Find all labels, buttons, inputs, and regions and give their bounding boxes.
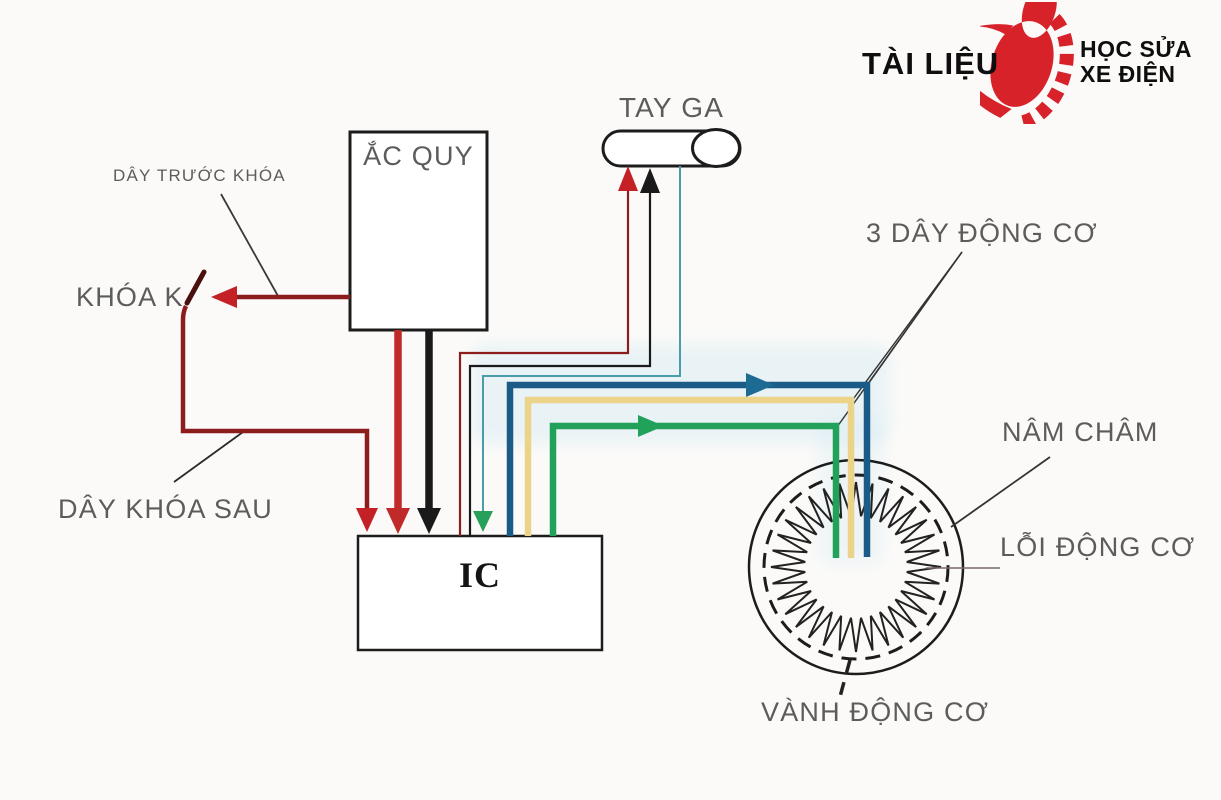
throttle-signal-wire <box>482 166 681 514</box>
battery-box <box>348 130 489 332</box>
throttle-ground-arrowhead <box>640 168 660 193</box>
throttle-signal-arrowhead <box>473 511 493 532</box>
logo-school-line2: XE ĐIỆN <box>1080 61 1176 87</box>
wire-after-key <box>180 304 370 510</box>
wire-before-key-label: DÂY TRƯỚC KHÓA <box>113 166 286 185</box>
motor-wires-label: 3 DÂY ĐỘNG CƠ <box>866 218 1098 248</box>
phase-wire-blue-arrowhead <box>746 373 774 397</box>
motor-outer-rim <box>747 458 965 676</box>
motor-rim-pointer-line <box>836 659 852 705</box>
battery-label: ẮC QUY <box>363 141 474 171</box>
wire-after-key-pointer-line <box>173 431 244 483</box>
tire-hub <box>1011 45 1034 81</box>
controller-box <box>356 534 604 652</box>
tire-rim-ring <box>990 2 1057 107</box>
magnet-label: NÂM CHÂM <box>1002 417 1159 447</box>
controller-label: IC <box>458 555 501 595</box>
logo-brand-text: TÀI LIỆU <box>862 46 1000 81</box>
throttle-ground-wire <box>468 192 652 536</box>
motor-magnet-ring <box>762 473 950 661</box>
motor-core-label: LỖI ĐỘNG CƠ <box>1000 532 1196 562</box>
key-switch-lever <box>184 269 207 306</box>
tire-swoosh-bottom <box>980 68 1012 118</box>
wire-glow <box>472 344 890 444</box>
motor-wires-pointer-line-3 <box>836 251 963 428</box>
phase-wire-green-arrowhead <box>638 415 664 437</box>
wire-after-key-label: DÂY KHÓA SAU <box>58 494 273 524</box>
wire-after-key-arrowhead <box>356 508 378 532</box>
logo-school-text: HỌC SỬA XE ĐIỆN <box>1080 37 1192 87</box>
tire-icon <box>980 2 1074 124</box>
tire-tread <box>1021 13 1074 124</box>
battery-negative-arrowhead <box>417 508 441 534</box>
logo-school-line1: HỌC SỬA <box>1080 36 1193 62</box>
motor-rim-label: VÀNH ĐỘNG CƠ <box>761 697 990 727</box>
tire-swoosh-top <box>980 24 1014 35</box>
phase-wire-yellow <box>524 396 855 558</box>
magnet-pointer-line <box>950 456 1051 528</box>
throttle-label: TAY GA <box>618 92 725 123</box>
motor-stator-coils <box>770 481 942 653</box>
phase-wire-green <box>549 422 840 558</box>
throttle-supply-arrowhead <box>618 166 638 191</box>
key-switch-label: KHÓA K <box>76 282 184 312</box>
wire-before-key-arrowhead <box>211 286 237 308</box>
throttle-end-cap <box>691 128 741 168</box>
wire-before-key-pointer-line <box>220 193 279 297</box>
battery-positive-arrowhead <box>386 508 410 534</box>
throttle-supply-wire <box>458 190 630 536</box>
phase-wire-blue <box>506 381 871 557</box>
